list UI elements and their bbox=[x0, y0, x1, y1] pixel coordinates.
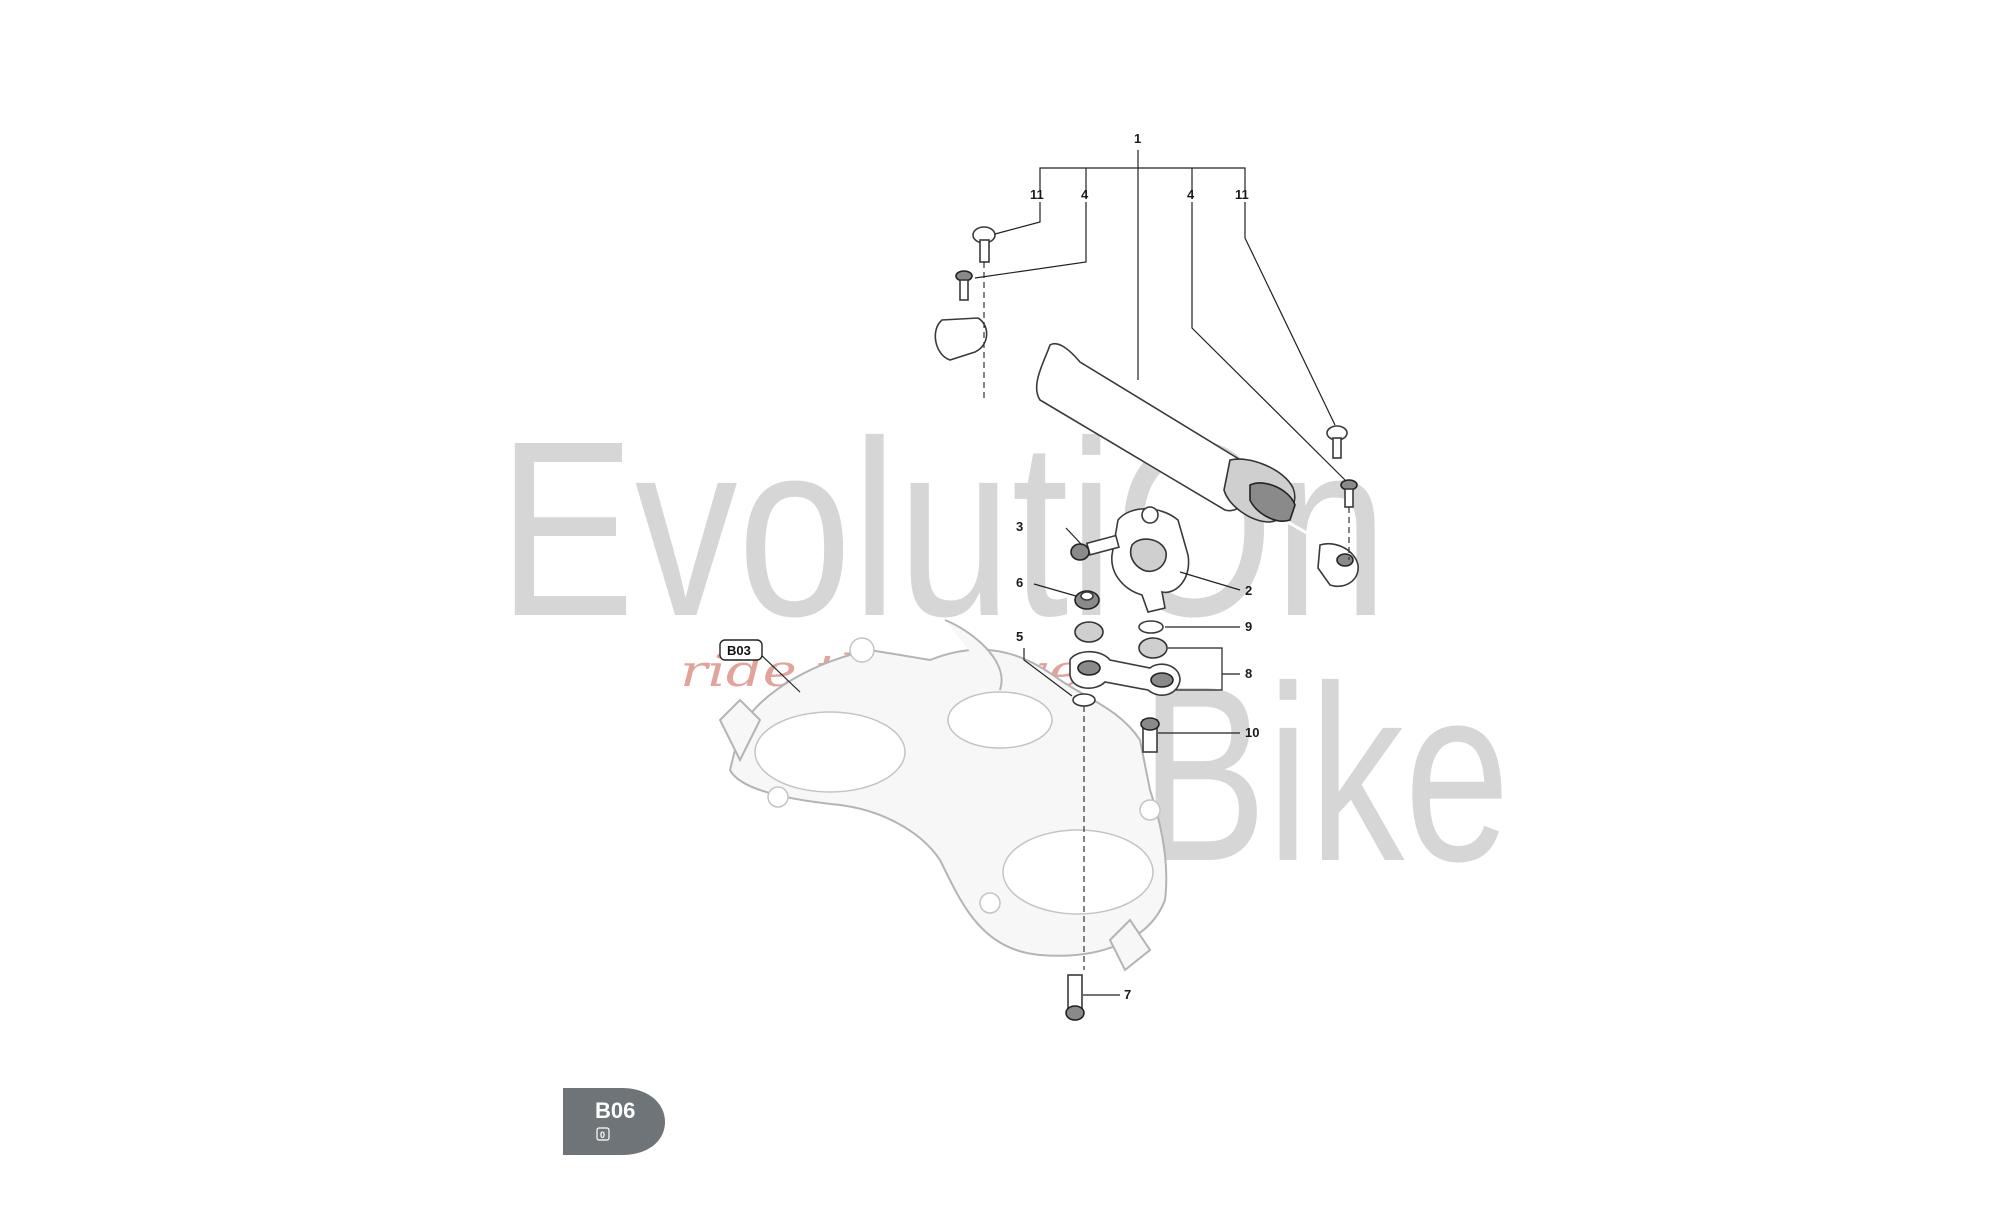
assembly-axes bbox=[983, 262, 1350, 970]
watermark-word-bike: Bike bbox=[1140, 634, 1510, 913]
callout-9: 9 bbox=[1245, 619, 1252, 634]
callout-10: 10 bbox=[1245, 725, 1259, 740]
callout-4-right: 4 bbox=[1187, 187, 1195, 202]
watermark-word-evolution: EvolutiOn bbox=[498, 389, 1388, 668]
callout-1: 1 bbox=[1134, 131, 1141, 146]
hardware bbox=[955, 226, 1358, 1021]
callout-5: 5 bbox=[1016, 629, 1023, 644]
section-badge-revision: 0 bbox=[600, 1130, 605, 1140]
callout-3: 3 bbox=[1016, 519, 1023, 534]
triple-clamp-frame bbox=[718, 619, 1168, 972]
callout-4-left: 4 bbox=[1081, 187, 1089, 202]
callout-11-right: 11 bbox=[1235, 187, 1249, 202]
steering-damper bbox=[934, 317, 1359, 587]
reference-tag-label: B03 bbox=[727, 643, 751, 658]
revision-box bbox=[596, 1127, 610, 1141]
damper-bracket bbox=[1111, 506, 1190, 613]
callout-6: 6 bbox=[1016, 575, 1023, 590]
watermark: EvolutiOn Bike ride the power bbox=[498, 389, 1510, 913]
reference-tag-b03: B03 bbox=[719, 639, 763, 661]
callout-11-left: 11 bbox=[1030, 187, 1044, 202]
callout-2: 2 bbox=[1245, 583, 1252, 598]
callouts: 1 11 4 4 11 3 2 6 9 5 8 10 7 bbox=[1016, 131, 1259, 1002]
section-badge: B06 0 bbox=[563, 1088, 665, 1155]
callout-7: 7 bbox=[1124, 987, 1131, 1002]
callout-8: 8 bbox=[1245, 666, 1252, 681]
section-badge-code: B06 bbox=[595, 1098, 635, 1123]
leader-lines bbox=[757, 150, 1346, 996]
